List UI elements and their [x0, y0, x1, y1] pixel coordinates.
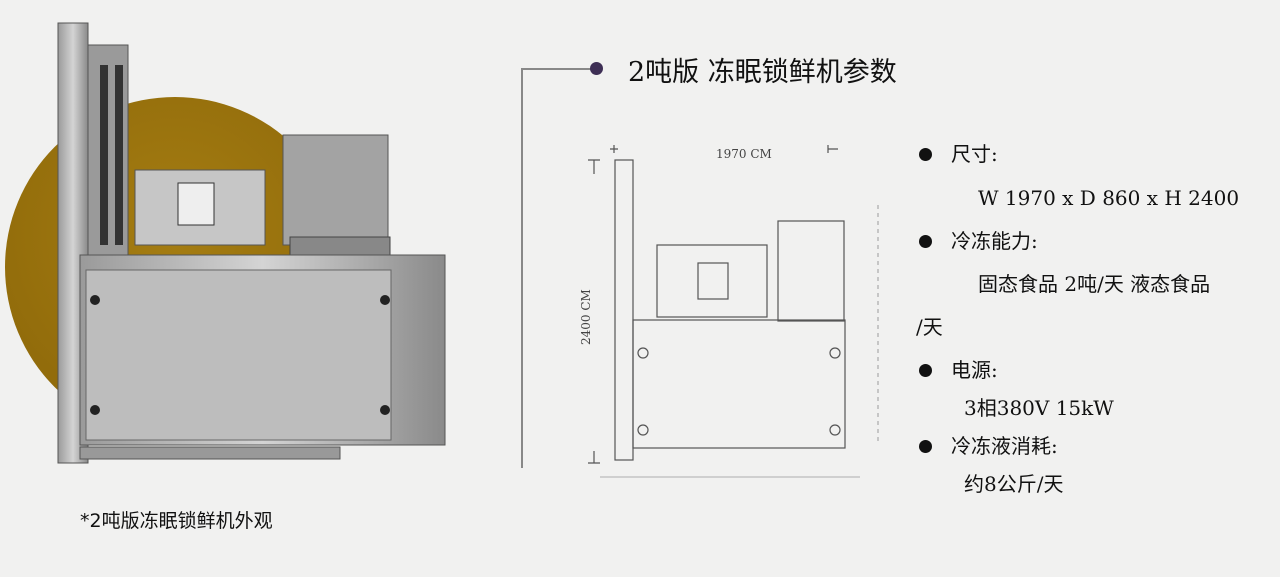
spec-value-capacity-cont: /天: [916, 315, 943, 339]
spec-label-power: 电源:: [951, 358, 998, 382]
page-title: 2吨版 冻眠锁鲜机参数: [628, 57, 897, 88]
spec-bullet: [919, 148, 932, 161]
photo-caption: *2吨版冻眠锁鲜机外观: [80, 510, 273, 532]
spec-label-coolant: 冷冻液消耗:: [951, 434, 1058, 458]
width-dimension-label: 1970 CM: [716, 147, 772, 161]
connector-line: [521, 68, 523, 468]
technical-drawing: 1970 CM 2400 CM: [579, 145, 879, 478]
connector-line: [521, 68, 593, 70]
spec-bullet: [919, 235, 932, 248]
spec-bullet: [919, 364, 932, 377]
height-dimension-label: 2400 CM: [579, 289, 593, 345]
spec-value-coolant: 约8公斤/天: [964, 472, 1064, 496]
spec-label-capacity: 冷冻能力:: [951, 229, 1038, 253]
title-bullet: [590, 62, 603, 75]
spec-label-size: 尺寸:: [951, 142, 998, 166]
spec-value-power: 3相380V 15kW: [964, 396, 1114, 420]
spec-value-capacity: 固态食品 2吨/天 液态食品: [978, 272, 1211, 296]
spec-value-size: W 1970 x D 860 x H 2400: [978, 186, 1240, 210]
machine-photo: [57, 22, 446, 464]
spec-bullet: [919, 440, 932, 453]
